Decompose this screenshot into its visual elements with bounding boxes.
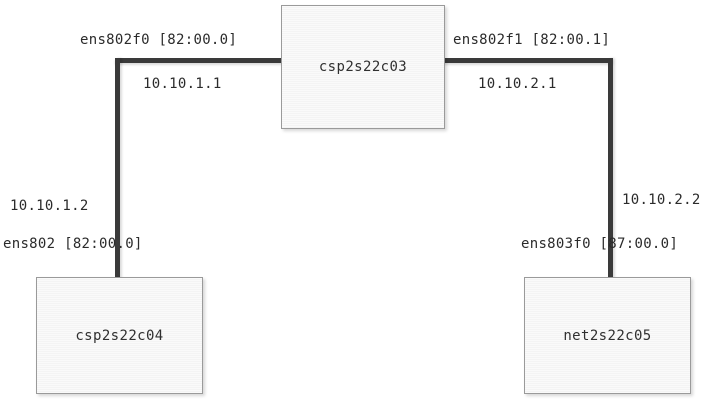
link-right-horizontal-segment [443, 58, 613, 63]
interface-label-csp2s22c03-ens802f0: ens802f0 [82:00.0] [80, 32, 238, 48]
node-label-net2s22c05: net2s22c05 [563, 327, 652, 344]
node-net2s22c05[interactable]: net2s22c05 [524, 277, 691, 394]
interface-label-net2s22c05-ens803f0: ens803f0 [87:00.0] [521, 236, 679, 252]
link-left-vertical-segment [115, 58, 120, 280]
node-label-csp2s22c04: csp2s22c04 [75, 327, 164, 344]
node-csp2s22c03[interactable]: csp2s22c03 [281, 5, 445, 129]
ip-label-csp2s22c04-10-10-1-2: 10.10.1.2 [10, 198, 89, 214]
interface-label-csp2s22c03-ens802f1: ens802f1 [82:00.1] [453, 32, 611, 48]
ip-label-net2s22c05-10-10-2-2: 10.10.2.2 [622, 192, 701, 208]
ip-label-csp2s22c03-10-10-1-1: 10.10.1.1 [143, 76, 222, 92]
node-label-csp2s22c03: csp2s22c03 [318, 59, 408, 75]
node-csp2s22c04[interactable]: csp2s22c04 [36, 277, 203, 394]
ip-label-csp2s22c03-10-10-2-1: 10.10.2.1 [478, 76, 557, 92]
link-left-horizontal-segment [115, 58, 283, 63]
link-right-vertical-segment [608, 58, 613, 280]
interface-label-csp2s22c04-ens802: ens802 [82:00.0] [3, 236, 143, 252]
